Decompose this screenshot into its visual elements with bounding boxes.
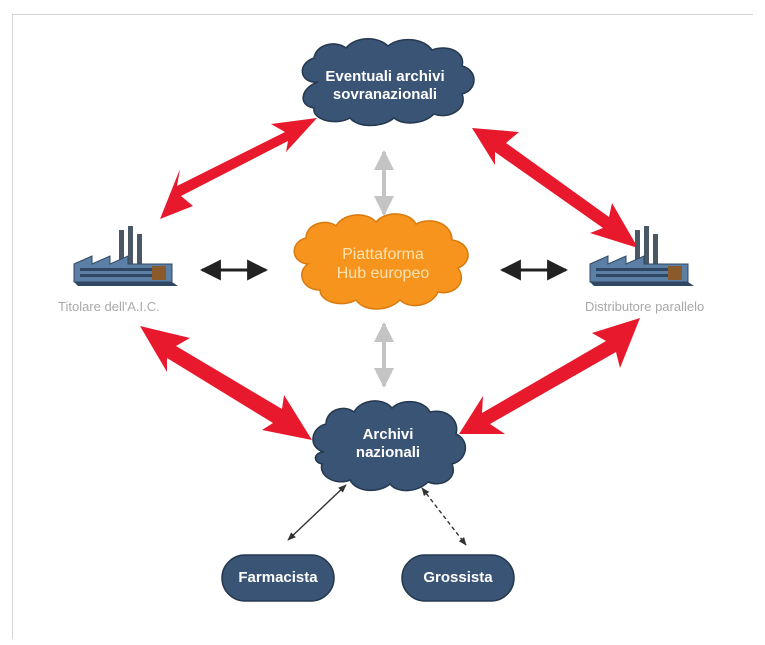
marketing-authorisation-holder-caption: Titolare dell'A.I.C. [58,299,160,314]
pharmacist-node [221,554,335,602]
national-archives-cloud [312,400,466,492]
red-arrow-bottom-right [459,318,640,434]
parallel-distributor-caption: Distributore parallelo [585,299,705,314]
red-arrow-bottom-left [140,326,312,440]
supranational-archives-cloud [301,38,475,127]
wholesaler-node [401,554,515,602]
factory-icon [73,226,178,286]
european-hub-cloud [293,213,469,310]
diagram-frame [12,14,753,639]
thin-arrow-pharmacist [287,484,347,541]
dashed-arrow-wholesaler [421,487,467,546]
red-arrow-top-right [472,128,638,248]
factory-icon [589,226,694,286]
red-arrow-top-left [160,118,317,219]
